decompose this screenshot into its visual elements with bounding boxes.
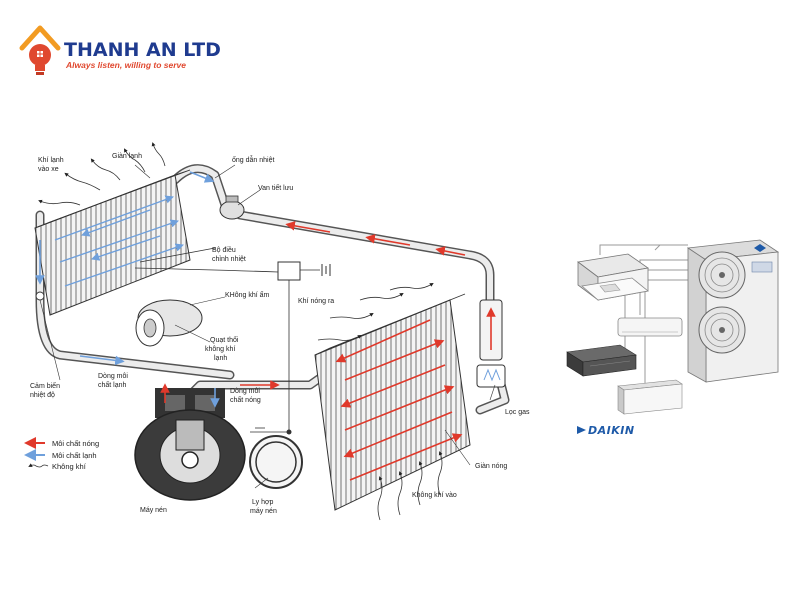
label-heat-pipe: ống dẫn nhiệt [232, 155, 274, 164]
label-blower-2: không khí [205, 346, 235, 353]
label-blower-1: Quạt thổi [210, 336, 239, 344]
legend-label-hot: Môi chất nóng [52, 439, 99, 448]
evaporator-coil [34, 169, 191, 316]
air-in-arrows [377, 451, 443, 521]
label-thermostat-1: Bộ điều [212, 245, 236, 254]
legend-item-hot: Môi chất nóng [24, 437, 99, 449]
compressor [134, 383, 246, 501]
label-thermostat-2: chỉnh nhiệt [212, 255, 246, 263]
daikin-logo-icon [577, 426, 586, 434]
gas-filter [476, 299, 506, 388]
label-gas-filter: Lọc gas [505, 409, 530, 416]
label-sensor-2: nhiệt độ [30, 392, 55, 399]
label-air-in: Không khí vào [412, 492, 457, 499]
label-compressor: Máy nén [140, 507, 167, 514]
label-hot-flow-2: chất nóng [230, 395, 261, 404]
label-hot-air-out: Khí nóng ra [298, 298, 334, 305]
label-humid-air: KHông khí ẩm [225, 291, 270, 299]
expansion-valve [219, 195, 245, 220]
condenser-coil [314, 293, 471, 511]
label-sensor-1: Cảm biến [30, 381, 60, 390]
label-blower-3: lạnh [214, 355, 227, 362]
label-expansion-valve: Van tiết lưu [258, 183, 293, 192]
label-cold-air-1: Khí lạnh [38, 157, 64, 164]
cold-air-arrows [38, 142, 166, 206]
label-clutch-2: máy nén [250, 508, 277, 515]
leader-lines [39, 164, 496, 489]
daikin-product-panel: DAIKIN [566, 239, 780, 437]
label-cold-flow-2: chất lạnh [98, 380, 127, 389]
outdoor-unit [686, 239, 780, 383]
label-cold-air-2: vào xe [38, 166, 59, 173]
legend-item-cold: Môi chất lạnh [24, 449, 97, 461]
cassette-unit [577, 253, 650, 301]
legend-item-air: Không khí [28, 462, 87, 471]
label-hot-flow-1: Dòng môi [230, 388, 260, 395]
hot-air-arrows [317, 282, 434, 341]
brand-tagline: Always listen, willing to serve [65, 60, 186, 70]
blower-fan [135, 299, 203, 347]
legend-label-cold: Môi chất lạnh [52, 451, 97, 460]
thermostat-box [134, 247, 331, 430]
label-cold-flow-1: Dòng môi [98, 373, 128, 380]
label-condenser: Giàn nóng [475, 463, 507, 470]
wavy-arrow-icon [28, 463, 49, 468]
legend-label-air: Không khí [52, 462, 87, 471]
compressor-clutch [249, 427, 303, 489]
pipe-flow-arrows [35, 171, 466, 390]
wall-split-unit [617, 317, 683, 337]
house-bulb-icon [19, 25, 61, 75]
brand-name: THANH AN LTD [64, 39, 221, 61]
daikin-logo-text: DAIKIN [588, 424, 635, 437]
legend: Môi chất nóng Môi chất lạnh Không khí [24, 437, 99, 471]
floor-console-unit [617, 379, 683, 415]
label-evaporator: Giàn lạnh [112, 153, 142, 160]
daikin-logo: DAIKIN [577, 424, 635, 437]
component-labels: Khí lạnh vào xe Giàn lạnh ống dẫn nhiệt … [30, 153, 530, 515]
label-clutch-1: Ly hợp [252, 499, 274, 506]
brand-header[interactable]: THANH AN LTD Always listen, willing to s… [19, 25, 221, 75]
ducted-unit [566, 344, 637, 377]
ac-cycle-diagram: Khí lạnh vào xe Giàn lạnh ống dẫn nhiệt … [24, 142, 530, 521]
